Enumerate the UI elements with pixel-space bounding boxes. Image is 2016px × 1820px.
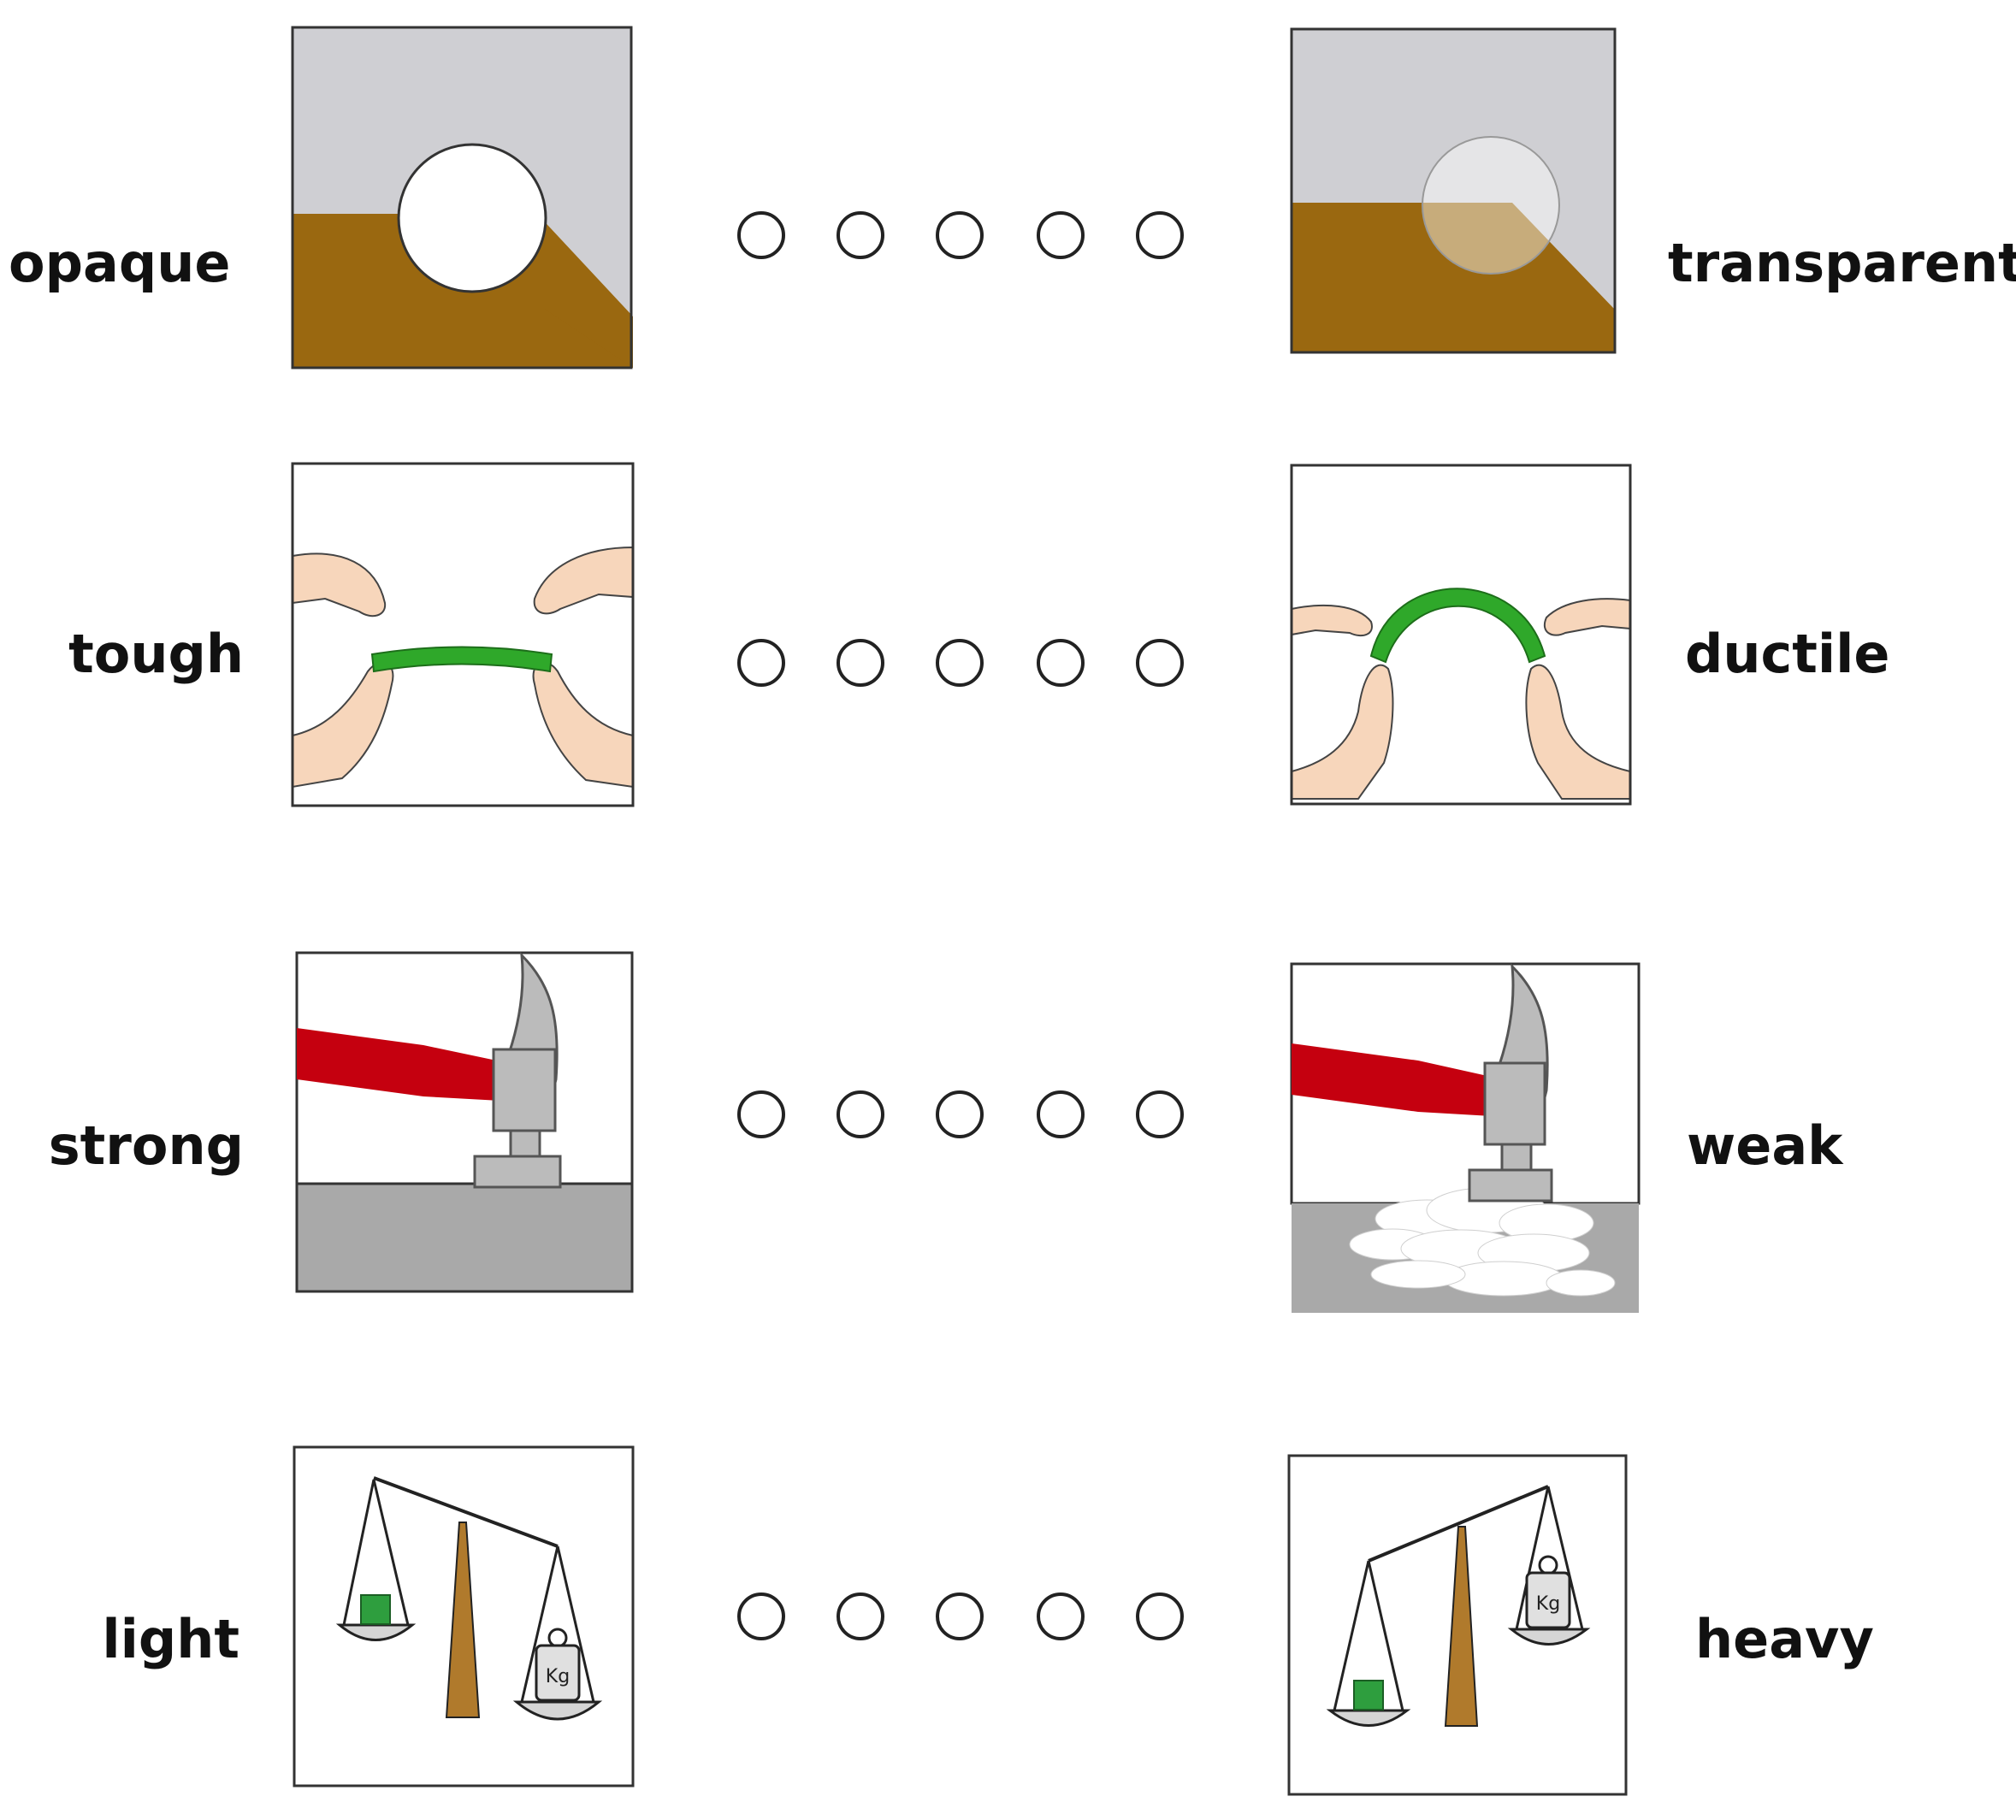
transparent-window-icon — [1290, 27, 1617, 354]
balance-scale-heavy-icon: Kg — [1287, 1454, 1628, 1796]
hammer-striking-intact-block-icon — [295, 951, 634, 1293]
label-strong: strong — [48, 1114, 244, 1177]
scale-option-1[interactable] — [737, 211, 785, 259]
scale-option-1[interactable] — [737, 639, 785, 687]
scale-option-5[interactable] — [1136, 1592, 1184, 1640]
scale-option-3[interactable] — [936, 211, 984, 259]
scale-option-1[interactable] — [737, 1592, 785, 1640]
label-opaque: opaque — [9, 232, 231, 294]
hands-bending-bar-icon — [1290, 464, 1632, 806]
scale-option-4[interactable] — [1037, 639, 1085, 687]
balance-scale-light-icon: Kg — [293, 1445, 635, 1788]
label-weak: weak — [1687, 1114, 1843, 1177]
label-tough: tough — [68, 623, 244, 685]
opaque-window-icon — [291, 26, 633, 369]
scale-option-5[interactable] — [1136, 211, 1184, 259]
hammer-shattering-block-icon — [1290, 962, 1641, 1315]
scale-option-4[interactable] — [1037, 1090, 1085, 1138]
weight-label: Kg — [1536, 1593, 1560, 1615]
label-light: light — [102, 1608, 239, 1670]
scale-option-2[interactable] — [837, 1592, 884, 1640]
label-transparent: transparent — [1668, 232, 2016, 294]
scale-option-1[interactable] — [737, 1090, 785, 1138]
scale-option-2[interactable] — [837, 211, 884, 259]
scale-option-4[interactable] — [1037, 211, 1085, 259]
scale-option-2[interactable] — [837, 1090, 884, 1138]
scale-option-5[interactable] — [1136, 639, 1184, 687]
scale-option-3[interactable] — [936, 1592, 984, 1640]
label-ductile: ductile — [1685, 623, 1890, 685]
scale-option-2[interactable] — [837, 639, 884, 687]
label-heavy: heavy — [1695, 1608, 1874, 1670]
scale-option-3[interactable] — [936, 639, 984, 687]
scale-option-5[interactable] — [1136, 1090, 1184, 1138]
scale-option-3[interactable] — [936, 1090, 984, 1138]
weight-label: Kg — [546, 1666, 570, 1687]
hands-flexing-stiff-bar-icon — [291, 462, 635, 807]
scale-option-4[interactable] — [1037, 1592, 1085, 1640]
